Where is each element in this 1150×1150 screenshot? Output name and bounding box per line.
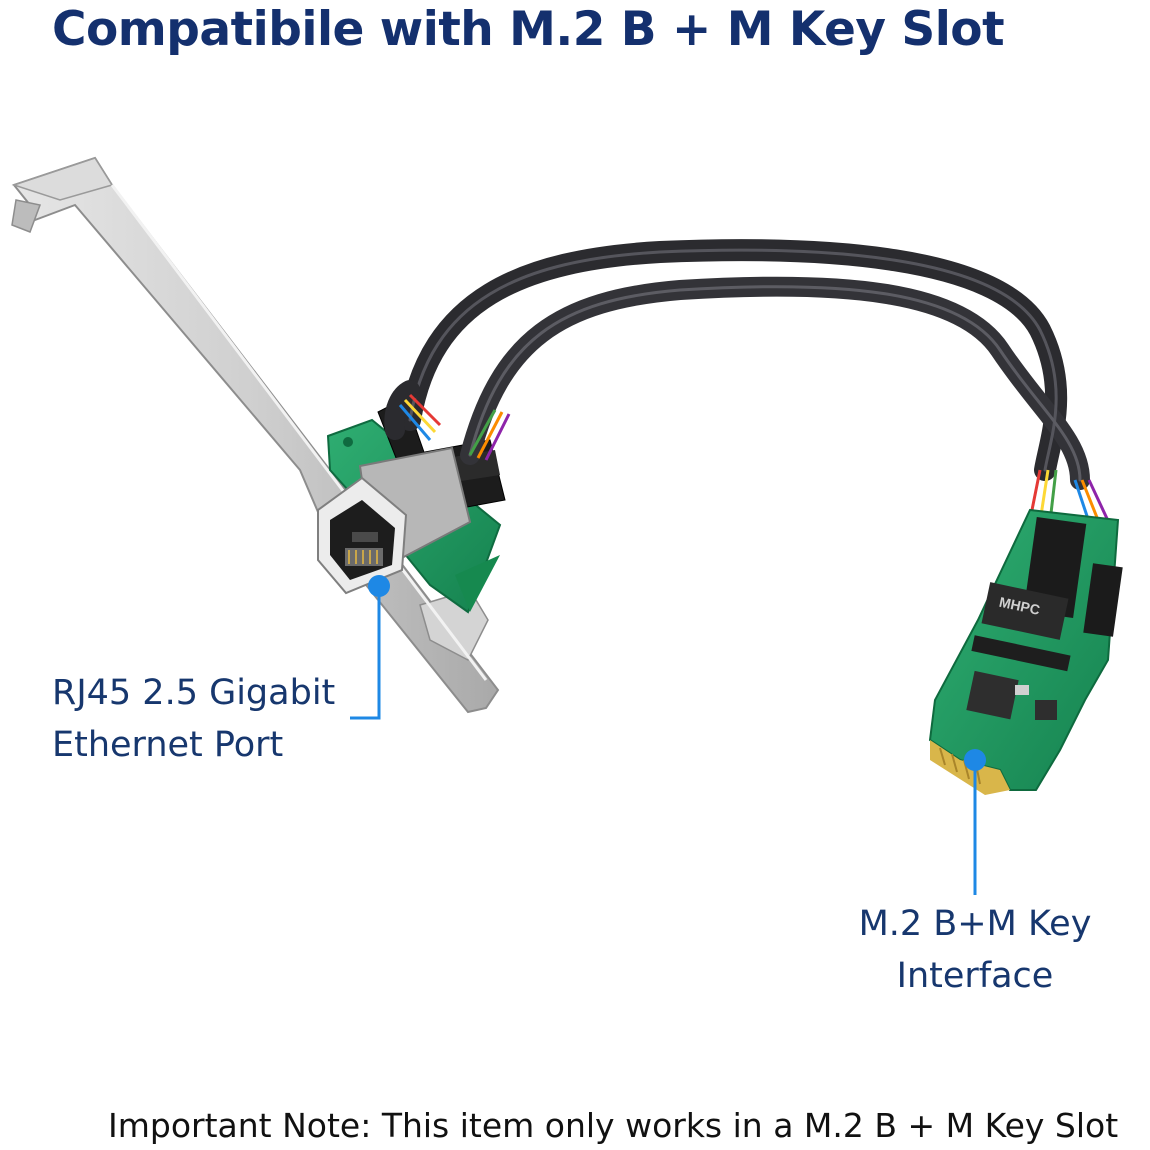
headline-title: Compatibile with M.2 B + M Key Slot xyxy=(52,2,1005,57)
callout-rj45-ethernet-port: RJ45 2.5 Gigabit Ethernet Port xyxy=(52,667,335,771)
cable-bundle xyxy=(384,239,1090,490)
callout-rj45-leader xyxy=(350,575,390,720)
callout-m2-leader xyxy=(964,749,986,895)
callout-rj45-line1: RJ45 2.5 Gigabit xyxy=(52,673,336,713)
m2-card: MHPC xyxy=(928,508,1123,795)
important-note: Important Note: This item only works in … xyxy=(108,1106,1119,1145)
callout-m2-line2: Interface xyxy=(896,956,1054,996)
callout-m2-interface: M.2 B+M Key Interface xyxy=(840,898,1110,1002)
cable-wires xyxy=(398,393,1112,526)
callout-m2-line1: M.2 B+M Key xyxy=(858,904,1092,944)
rj45-port xyxy=(317,446,472,595)
callout-rj45-line2: Ethernet Port xyxy=(52,725,284,765)
